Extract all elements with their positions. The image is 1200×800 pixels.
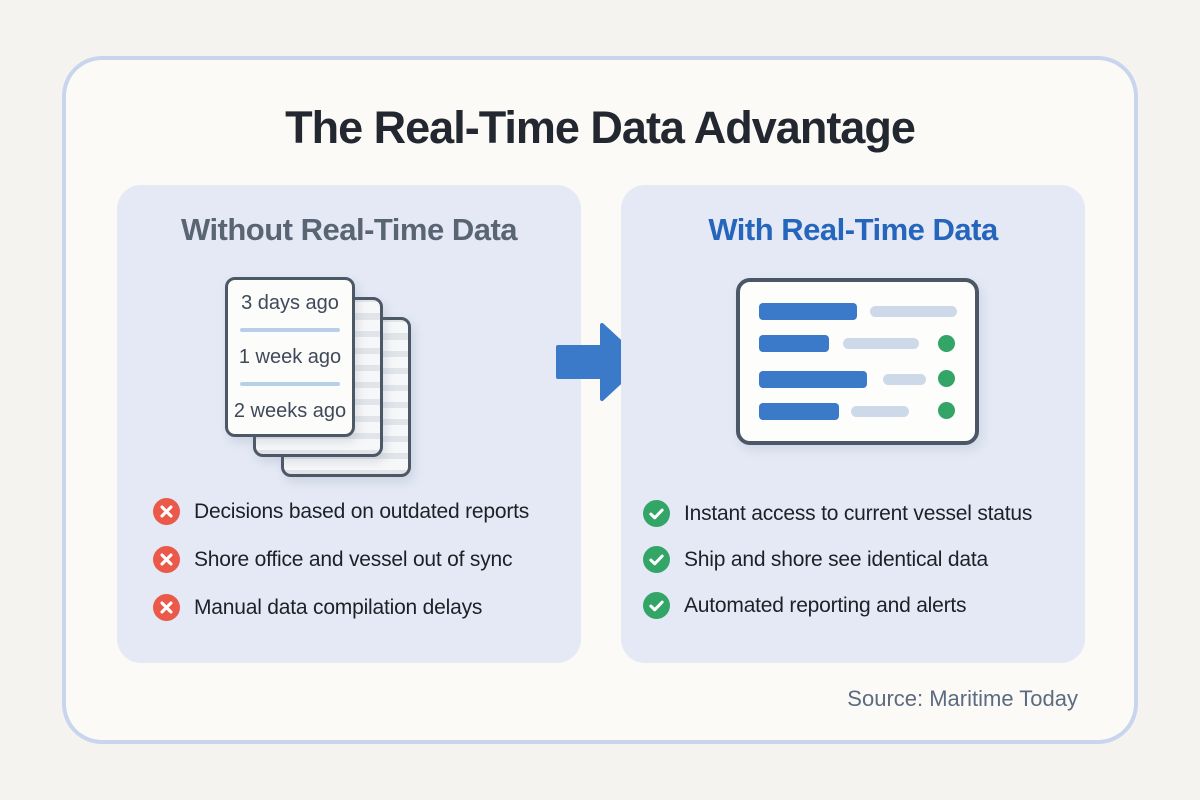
check-circle-icon [643, 546, 670, 573]
list-item-label: Manual data compilation delays [194, 596, 483, 619]
dashboard-blue-bar [759, 403, 839, 420]
document-age-label: 3 days ago [241, 292, 339, 314]
check-circle-icon [643, 592, 670, 619]
dashboard-blue-bar [759, 303, 857, 320]
live-dashboard-icon [736, 278, 979, 445]
list-item: Manual data compilation delays [153, 594, 567, 621]
status-dot-icon [938, 335, 955, 352]
list-item: Shore office and vessel out of sync [153, 546, 567, 573]
status-dot-icon [938, 370, 955, 387]
infographic-card: The Real-Time Data Advantage Without Rea… [62, 56, 1138, 744]
divider [240, 382, 340, 386]
list-item-label: Decisions based on outdated reports [194, 500, 530, 523]
list-item: Decisions based on outdated reports [153, 498, 567, 525]
check-circle-icon [643, 500, 670, 527]
list-item: Automated reporting and alerts [643, 592, 1071, 619]
dashboard-gray-bar [870, 306, 957, 317]
list-item: Ship and shore see identical data [643, 546, 1071, 573]
x-circle-icon [153, 498, 180, 525]
page-title: The Real-Time Data Advantage [285, 102, 916, 153]
status-dot-icon [938, 402, 955, 419]
list-item-label: Shore office and vessel out of sync [194, 548, 513, 571]
with-panel-heading: With Real-Time Data [708, 212, 998, 247]
dashboard-blue-bar [759, 371, 867, 388]
panel-without-realtime-data: Without Real-Time Data 3 days ago 1 week… [117, 185, 581, 663]
panel-with-realtime-data: With Real-Time Data [621, 185, 1085, 663]
dashboard-gray-bar [883, 374, 926, 385]
without-panel-heading: Without Real-Time Data [180, 212, 518, 247]
without-list: Decisions based on outdated reports Shor… [153, 498, 567, 621]
list-item-label: Automated reporting and alerts [684, 594, 967, 617]
dashboard-blue-bar [759, 335, 829, 352]
x-circle-icon [153, 594, 180, 621]
list-item-label: Instant access to current vessel status [684, 502, 1033, 525]
list-item: Instant access to current vessel status [643, 500, 1071, 527]
source-caption: Source: Maritime Today [847, 686, 1078, 711]
dashboard-gray-bar [843, 338, 919, 349]
list-item-label: Ship and shore see identical data [684, 548, 988, 571]
document-age-label: 2 weeks ago [233, 400, 347, 422]
document-age-label: 1 week ago [238, 346, 342, 368]
with-list: Instant access to current vessel status … [643, 500, 1071, 619]
dashboard-gray-bar [851, 406, 909, 417]
divider [240, 328, 340, 332]
paper-front-icon: 3 days ago 1 week ago 2 weeks ago [225, 277, 355, 437]
x-circle-icon [153, 546, 180, 573]
